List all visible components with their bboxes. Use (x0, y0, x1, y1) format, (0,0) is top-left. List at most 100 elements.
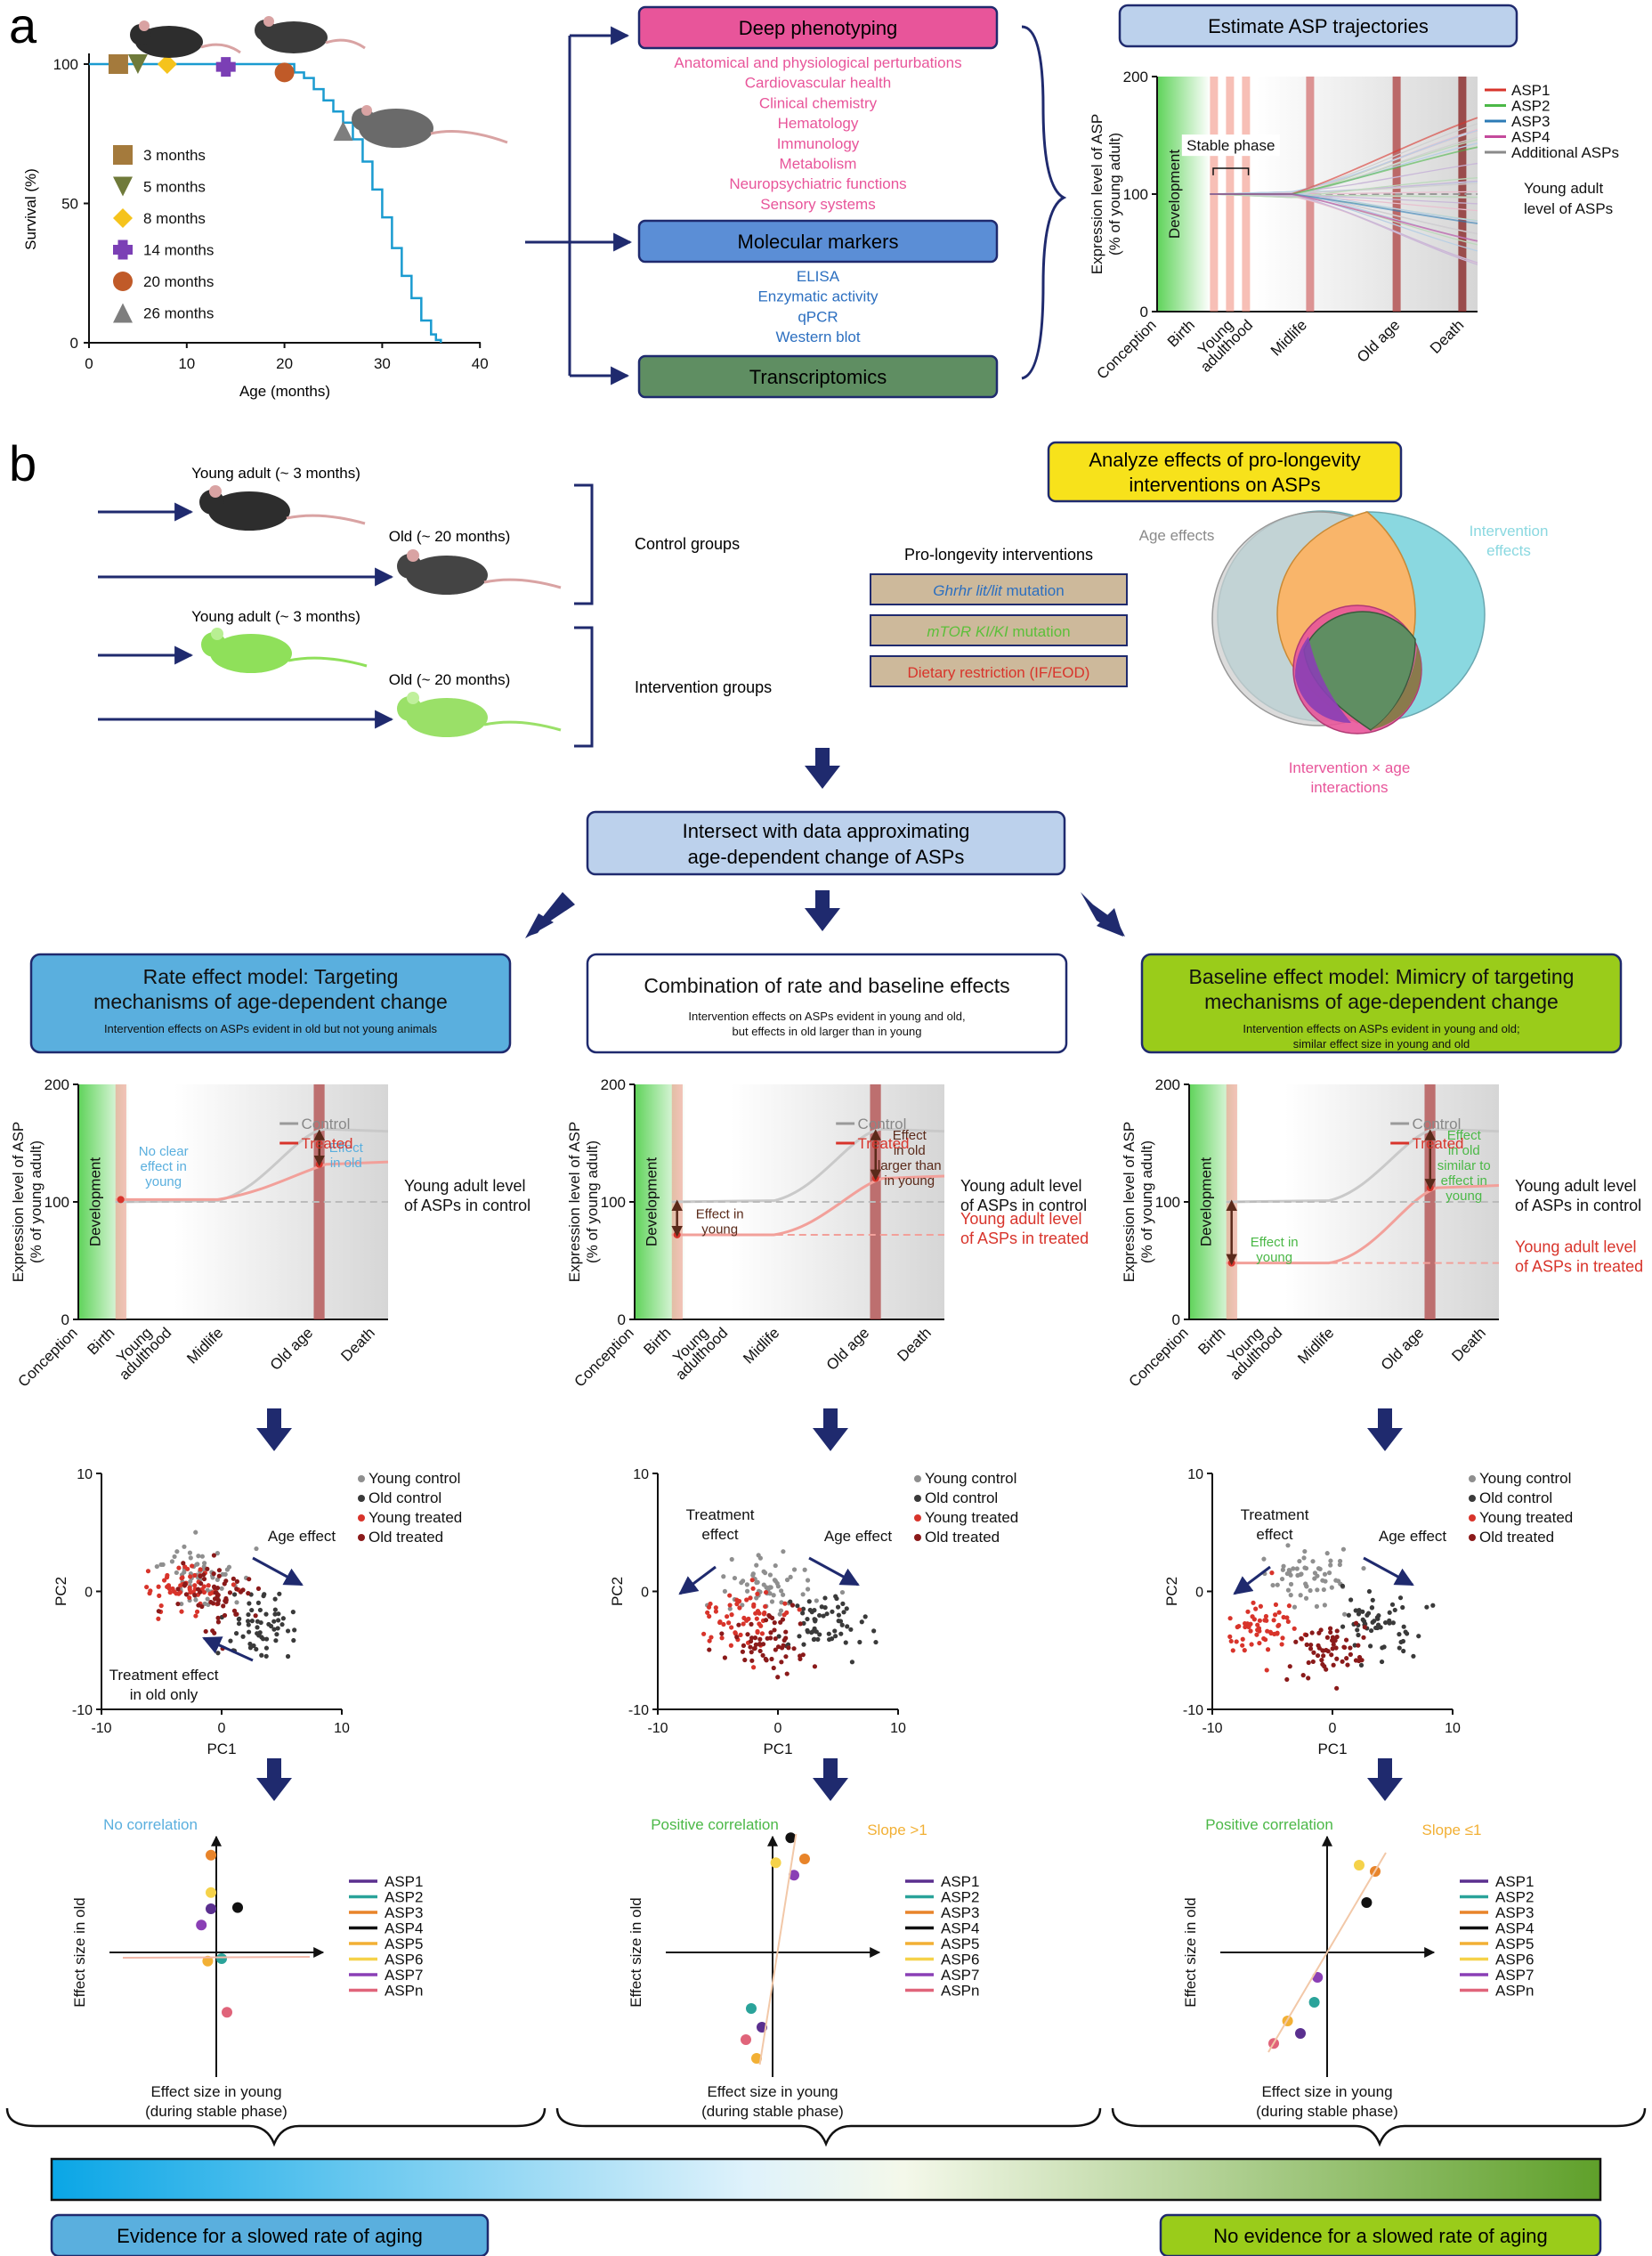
pca-point (781, 1592, 786, 1597)
pca-point (222, 1612, 228, 1619)
pca-point (262, 1592, 267, 1597)
corr-legend-label: ASP4 (1495, 1920, 1534, 1937)
pca-point (778, 1608, 784, 1613)
model-column-3: Baseline effect model: Mimicry of target… (1121, 953, 1643, 2120)
pca-point (753, 1642, 758, 1647)
pca-point (1279, 1642, 1284, 1647)
pca-point (193, 1613, 198, 1619)
intersect-block: Intersect with data approximating age-de… (586, 810, 1066, 876)
pca-point (231, 1576, 236, 1581)
intervention-groups-label: Intervention groups (635, 678, 772, 696)
pca-point (156, 1584, 161, 1589)
pca-point (821, 1613, 826, 1619)
corr-point-ASPn (741, 2034, 751, 2045)
pca-point (1286, 1603, 1292, 1609)
pca-point (192, 1572, 198, 1578)
analyze-title-1: Analyze effects of pro-longevity (1089, 449, 1360, 471)
corr-point-ASP4 (1361, 1897, 1373, 1908)
pca-point (233, 1631, 239, 1636)
model-down-arrow-2 (267, 1758, 281, 1780)
pca-treatment-arrow (678, 1565, 717, 1595)
asp-traj-line-ASP2 (1210, 146, 1478, 195)
corr-slope-label: Slope ≤1 (1422, 1822, 1482, 1838)
pca-point (707, 1613, 712, 1619)
model-subtitle-line: but effects in old larger than in young (733, 1025, 922, 1038)
pca-point (811, 1636, 816, 1643)
pca-point (1324, 1667, 1329, 1672)
asp-traj-line-ASP1 (1210, 117, 1478, 195)
pca-point (1328, 1629, 1333, 1635)
pca-treatment-label: in old only (130, 1686, 198, 1703)
model-column-2: Combination of rate and baseline effects… (566, 953, 1089, 2120)
pca-point (1228, 1638, 1234, 1644)
pca-point (212, 1630, 217, 1635)
pca-point (1288, 1572, 1293, 1578)
pca-point (757, 1648, 763, 1654)
model-down-arrow-1-head (1367, 1428, 1403, 1451)
molecular-marker-item: ELISA (797, 268, 840, 285)
pca-point (182, 1544, 187, 1549)
asp-traj-xtick-birth: Birth (1164, 316, 1198, 350)
pca-point (1340, 1583, 1345, 1588)
pca-point (729, 1625, 734, 1630)
pca-point (749, 1658, 755, 1663)
pca-point (263, 1611, 269, 1617)
pca-treatment-label: Treatment effect (109, 1667, 219, 1684)
model-chart-xtick-oldage: Old age (1378, 1324, 1428, 1374)
pca-point (1330, 1646, 1335, 1651)
pca-point (280, 1616, 286, 1621)
pca-point (198, 1589, 203, 1595)
corr-point-ASP6 (1354, 1860, 1365, 1871)
pca-point (272, 1596, 278, 1602)
asp-traj-line-ASP3 (1210, 193, 1478, 224)
pca-age-arrow (1363, 1556, 1414, 1587)
pca-point (234, 1587, 239, 1592)
pca-point (172, 1589, 177, 1595)
pca-point (1324, 1647, 1329, 1653)
pca-point (1267, 1629, 1273, 1635)
analyze-effects-block: Analyze effects of pro-longevity interve… (1047, 441, 1548, 796)
pca-legend-dot (358, 1534, 365, 1541)
pca-point (779, 1645, 785, 1651)
pca-point (1257, 1618, 1263, 1623)
pca-ylabel: PC2 (53, 1577, 69, 1606)
corr-point-ASP5 (751, 2053, 762, 2064)
pca-xlabel: PC1 (206, 1741, 236, 1757)
pca-point (736, 1622, 741, 1627)
model-right-label: of ASPs in control (1515, 1197, 1641, 1214)
pca-point (1311, 1650, 1316, 1655)
pca-point (1361, 1565, 1366, 1571)
model-right-label: Young adult level (1515, 1238, 1636, 1256)
pca-point (1362, 1625, 1367, 1630)
pca-point (769, 1599, 775, 1604)
pca-point (779, 1600, 784, 1605)
prolongevity-interventions: Pro-longevity interventions Ghrhr lit/li… (870, 546, 1128, 687)
pca-point (1303, 1595, 1309, 1601)
pca-point (245, 1619, 251, 1624)
pca-point (1242, 1620, 1248, 1627)
pca-point (1358, 1662, 1365, 1668)
corr-legend-label: ASP1 (1495, 1873, 1534, 1890)
pca-point (757, 1636, 763, 1642)
pca-point (1314, 1603, 1320, 1609)
pca-point (744, 1582, 749, 1587)
pca-xlabel: PC1 (1317, 1741, 1347, 1757)
pca-age-label: Age effect (268, 1528, 336, 1545)
molecular-marker-item: Enzymatic activity (757, 288, 879, 305)
pca-point (871, 1628, 877, 1634)
pca-point (198, 1567, 203, 1572)
pca-point (757, 1641, 763, 1647)
corr-slope-label: Slope >1 (867, 1822, 927, 1838)
corr-legend-label: ASP3 (1495, 1904, 1534, 1921)
pca-point (748, 1595, 753, 1601)
pca-point (255, 1586, 262, 1591)
pca-point (725, 1614, 730, 1619)
pca-point (788, 1574, 793, 1580)
pca-point (816, 1612, 822, 1619)
model-treated-young-point (117, 1196, 125, 1204)
pca-point (246, 1611, 251, 1618)
stable-phase-label: Stable phase (1186, 137, 1275, 154)
model-old-annotation: in young (884, 1173, 935, 1189)
venn-diagram: Age effects Intervention effects Interve… (1139, 510, 1548, 796)
